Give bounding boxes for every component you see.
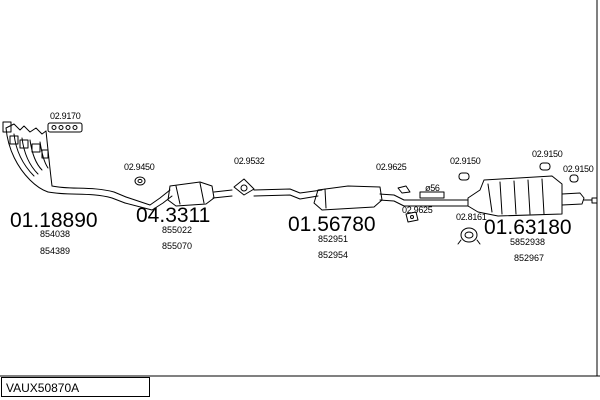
fitting-label-triangle-gasket: 02.9532 bbox=[234, 156, 265, 166]
part-ref-catalyst-1: 855022 bbox=[162, 225, 193, 235]
flange-gasket-icon bbox=[47, 122, 83, 133]
part-code-rear-silencer: 01.63180 bbox=[484, 216, 572, 239]
fitting-label-gasket: 02.9170 bbox=[50, 111, 81, 121]
front-pipe-upper bbox=[47, 191, 126, 204]
pipe-clamp-icon bbox=[457, 227, 481, 245]
part-ref-center-silencer-1: 852951 bbox=[318, 234, 349, 244]
fitting-label-clamp: 02.9450 bbox=[124, 162, 155, 172]
rear-silencer-icon bbox=[467, 175, 598, 217]
exhaust-manifold-icon bbox=[2, 121, 53, 193]
fitting-label-hanger-top: 02.9625 bbox=[376, 162, 407, 172]
part-code-front-pipe: 01.18890 bbox=[10, 209, 98, 232]
part-code-catalyst: 04.3311 bbox=[136, 204, 211, 227]
model-code-box: VAUX50870A bbox=[1, 377, 150, 397]
pipe-bracket-icon bbox=[419, 191, 445, 199]
fitting-label-hanger-lower: 02.9625 bbox=[402, 205, 433, 215]
center-silencer-icon bbox=[313, 185, 469, 211]
part-ref-rear-silencer-2: 852967 bbox=[514, 253, 545, 263]
part-ref-front-pipe-1: 854038 bbox=[40, 229, 71, 239]
annotation-pipe-diameter: ø56 bbox=[425, 183, 440, 193]
part-ref-catalyst-2: 855070 bbox=[162, 241, 193, 251]
rubber-hanger-lower-icon bbox=[405, 211, 419, 223]
rubber-hanger-icon bbox=[397, 185, 411, 194]
hanger-left-icon bbox=[458, 172, 470, 181]
part-ref-rear-silencer-1: 5852938 bbox=[510, 237, 546, 247]
catalytic-converter-icon bbox=[124, 181, 233, 211]
intermediate-pipe-upper bbox=[253, 188, 323, 194]
front-pipe-lower bbox=[51, 185, 127, 198]
model-code: VAUX50870A bbox=[6, 381, 80, 395]
fitting-label-pipe-clamp: 02.8161 bbox=[456, 212, 487, 222]
clamp-ring-icon bbox=[134, 176, 146, 186]
hanger-right-icon bbox=[569, 174, 579, 183]
fitting-label-hanger-middle: 02.9150 bbox=[532, 149, 563, 159]
part-code-center-silencer: 01.56780 bbox=[288, 213, 376, 236]
part-ref-front-pipe-2: 854389 bbox=[40, 246, 71, 256]
fitting-label-hanger-right: 02.9150 bbox=[563, 164, 594, 174]
hanger-middle-icon bbox=[539, 162, 551, 171]
part-ref-center-silencer-2: 852954 bbox=[318, 250, 349, 260]
triangle-gasket-icon bbox=[233, 178, 255, 196]
fitting-label-hanger-left: 02.9150 bbox=[450, 156, 481, 166]
intermediate-pipe-lower bbox=[253, 194, 319, 200]
